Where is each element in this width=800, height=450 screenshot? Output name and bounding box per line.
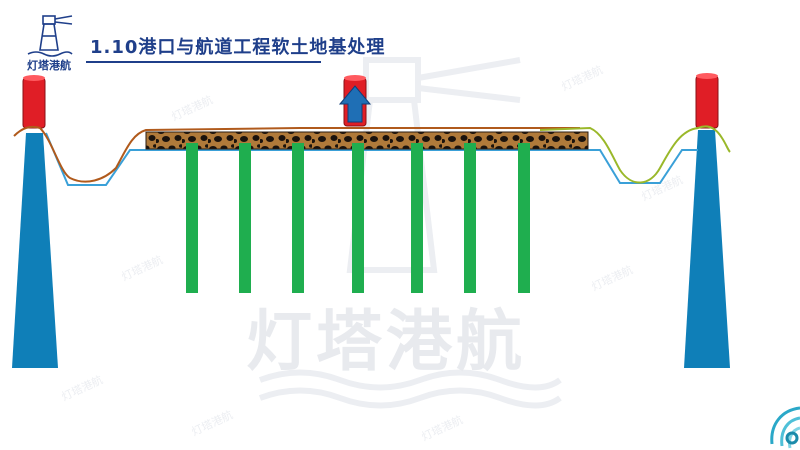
drain-pile xyxy=(239,143,251,293)
drain-pile xyxy=(186,143,198,293)
right-pier xyxy=(684,130,730,368)
settlement-line xyxy=(539,125,731,184)
page-title: 1.10港口与航道工程软土地基处理 xyxy=(90,37,386,58)
drain-pile xyxy=(411,143,423,293)
left-bollard-top xyxy=(23,75,45,81)
up-arrow-icon xyxy=(338,85,372,123)
drain-pile xyxy=(518,143,530,293)
logo-text: 灯塔港航 xyxy=(27,59,71,72)
title-underline xyxy=(86,61,321,63)
center-bollard-top xyxy=(344,75,366,81)
ground-line xyxy=(45,132,698,186)
left-pier xyxy=(12,133,58,368)
surcharge-layer xyxy=(145,131,589,150)
lighthouse-icon xyxy=(27,15,73,57)
drain-pile xyxy=(464,143,476,293)
mud-line xyxy=(13,125,580,183)
logo: 灯塔港航 xyxy=(14,12,84,74)
watermark-text: 灯塔港航 xyxy=(246,303,526,380)
right-bollard-top xyxy=(696,73,718,79)
drain-pile xyxy=(292,143,304,293)
drain-pile xyxy=(352,143,364,293)
